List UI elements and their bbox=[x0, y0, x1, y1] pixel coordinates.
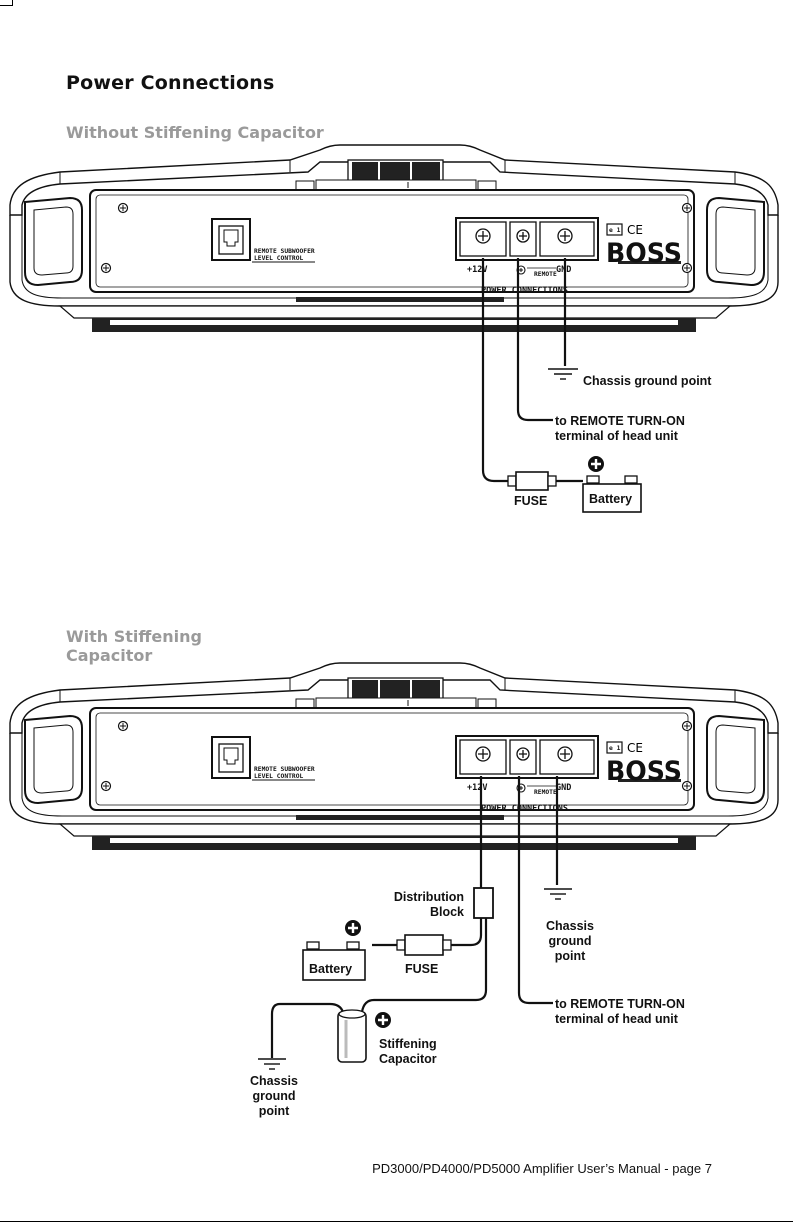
power-connections-label: POWER CONNECTIONS bbox=[481, 804, 568, 814]
cert-ce-label: CE bbox=[627, 223, 643, 237]
battery-label-top: Battery bbox=[589, 492, 632, 506]
capacitor-label-line1: Stiffening bbox=[379, 1037, 437, 1051]
chassis-ground-symbol-top bbox=[548, 368, 578, 380]
amplifier-top: REMOTE SUBWOOFER LEVEL CONTROL +12V REMO… bbox=[9, 144, 779, 333]
bottom-rule bbox=[0, 1221, 793, 1222]
stiffening-capacitor bbox=[337, 1009, 391, 1063]
remote-turn-on-line1-bottom: to REMOTE TURN-ON bbox=[555, 997, 685, 1011]
distribution-label-line1: Distribution bbox=[394, 890, 464, 904]
crop-mark bbox=[0, 0, 13, 6]
page-footer: PD3000/PD4000/PD5000 Amplifier User’s Ma… bbox=[372, 1161, 712, 1176]
chassis-ground-line3-bottom: point bbox=[555, 949, 586, 963]
battery-bottom bbox=[302, 920, 366, 981]
remote-jack-label-2: LEVEL CONTROL bbox=[254, 255, 303, 262]
remote-turn-on-line2-top: terminal of head unit bbox=[555, 429, 679, 443]
heading-with-line1: With Stiffening bbox=[66, 627, 202, 646]
fuse-bottom bbox=[396, 934, 452, 956]
chassis-ground-line1-bottom: Chassis bbox=[546, 919, 594, 933]
cap-ground-line2: ground bbox=[252, 1089, 295, 1103]
cert-e-label: e 1 bbox=[609, 745, 621, 752]
power-connections-label: POWER CONNECTIONS bbox=[481, 286, 568, 296]
remote-jack-label-1: REMOTE SUBWOOFER bbox=[254, 248, 315, 255]
distribution-block bbox=[473, 887, 494, 919]
brand-logo: BOSS bbox=[606, 238, 682, 269]
terminal-remote-label: REMOTE bbox=[534, 789, 557, 796]
capacitor-label-line2: Capacitor bbox=[379, 1052, 437, 1066]
terminal-gnd-label: GND bbox=[556, 265, 571, 275]
amplifier-bottom: REMOTE SUBWOOFER LEVEL CONTROL +12V REMO… bbox=[9, 662, 779, 851]
heading-with-line2: Capacitor bbox=[66, 646, 153, 665]
capacitor-ground-symbol bbox=[258, 1058, 286, 1070]
cap-ground-line3: point bbox=[259, 1104, 290, 1118]
terminal-remote-label: REMOTE bbox=[534, 271, 557, 278]
distribution-label-line2: Block bbox=[430, 905, 464, 919]
chassis-ground-line2-bottom: ground bbox=[548, 934, 591, 948]
remote-jack-label-2: LEVEL CONTROL bbox=[254, 773, 303, 780]
page-title: Power Connections bbox=[66, 72, 275, 94]
remote-turn-on-line1-top: to REMOTE TURN-ON bbox=[555, 414, 685, 428]
wires-top bbox=[481, 258, 583, 483]
fuse-label-bottom: FUSE bbox=[405, 962, 438, 976]
terminal-plus-label: +12V bbox=[467, 265, 487, 275]
fuse-top bbox=[507, 471, 557, 491]
wires-bottom bbox=[270, 776, 559, 1058]
chassis-ground-symbol-bottom bbox=[544, 888, 572, 900]
cap-ground-line1: Chassis bbox=[250, 1074, 298, 1088]
brand-logo: BOSS bbox=[606, 756, 682, 787]
fuse-label-top: FUSE bbox=[514, 494, 547, 508]
cert-e-label: e 1 bbox=[609, 227, 621, 234]
battery-top bbox=[582, 456, 642, 513]
battery-label-bottom: Battery bbox=[309, 962, 352, 976]
remote-turn-on-line2-bottom: terminal of head unit bbox=[555, 1012, 679, 1026]
terminal-gnd-label: GND bbox=[556, 783, 571, 793]
chassis-ground-label-top: Chassis ground point bbox=[583, 374, 712, 388]
cert-ce-label: CE bbox=[627, 741, 643, 755]
heading-without-capacitor: Without Stiffening Capacitor bbox=[66, 123, 324, 142]
heading-with-capacitor: With Stiffening Capacitor bbox=[66, 627, 202, 665]
terminal-plus-label: +12V bbox=[467, 783, 487, 793]
remote-jack-label-1: REMOTE SUBWOOFER bbox=[254, 766, 315, 773]
